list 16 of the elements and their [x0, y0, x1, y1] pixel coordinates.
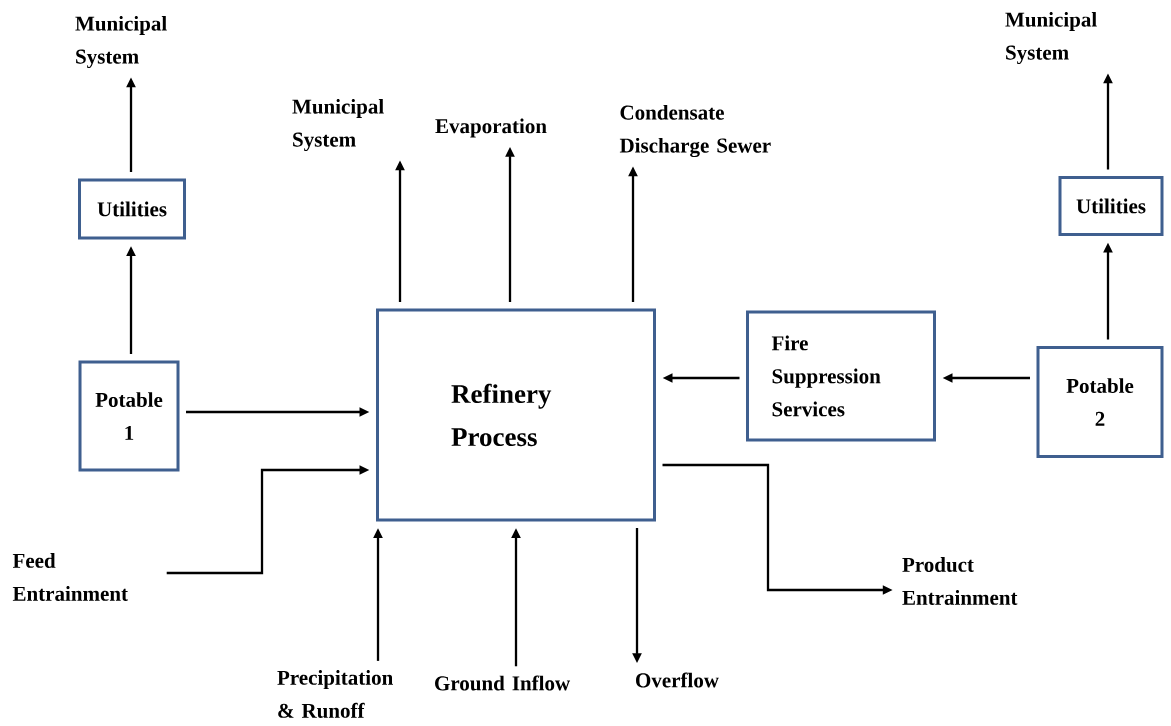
flow-label: Municipal System	[1005, 11, 1097, 65]
flow-label: Feed Entrainment	[12, 553, 128, 601]
flow-label: Condensate Discharge Sewer	[619, 104, 771, 158]
flow-label: Ground Inflow	[435, 675, 571, 691]
process-box: Fire Suppression Services	[746, 310, 936, 442]
process-box: Utilities	[1058, 176, 1164, 236]
flow-label: Municipal System	[75, 15, 167, 69]
flow-label: Precipitation & Runoff	[277, 670, 393, 718]
flow-label: Overflow	[636, 672, 719, 688]
flow-label: Product Entrainment	[902, 557, 1018, 605]
flow-label: Evaporation	[435, 118, 547, 138]
flow-label: Municipal System	[292, 98, 384, 152]
source-box: Potable 2	[1036, 346, 1164, 458]
process-box: Refinery Process	[376, 308, 656, 522]
source-box: Potable 1	[78, 360, 180, 472]
process-box: Utilities	[78, 178, 186, 240]
